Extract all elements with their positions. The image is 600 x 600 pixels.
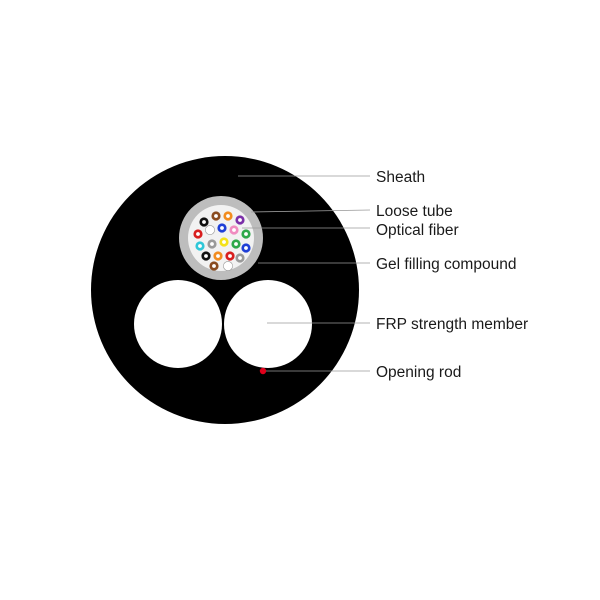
- optical-fiber-core: [238, 218, 242, 222]
- optical-fiber-core: [216, 254, 220, 258]
- label-sheath: Sheath: [376, 169, 425, 186]
- label-loose-tube: Loose tube: [376, 203, 453, 220]
- label-gel-filling-compound: Gel filling compound: [376, 256, 516, 273]
- optical-fiber-core: [212, 264, 216, 268]
- optical-fiber-core: [196, 232, 200, 236]
- optical-fiber-core: [202, 220, 206, 224]
- label-frp-strength-member: FRP strength member: [376, 316, 528, 333]
- optical-fiber-core: [220, 226, 224, 230]
- frp-strength-member-left: [134, 280, 222, 368]
- optical-fiber-core: [234, 242, 238, 246]
- optical-fiber-core: [210, 242, 214, 246]
- optical-fiber-core: [238, 256, 242, 260]
- label-opening-rod: Opening rod: [376, 364, 461, 381]
- optical-fiber-core: [214, 214, 218, 218]
- opening-rod: [259, 367, 267, 375]
- optical-fiber-core: [244, 246, 248, 250]
- optical-fiber-core: [204, 254, 208, 258]
- optical-fiber-core: [222, 240, 226, 244]
- optical-fiber-core: [208, 228, 212, 232]
- optical-fiber-core: [232, 228, 236, 232]
- optical-fiber-core: [228, 254, 232, 258]
- optical-fiber-core: [244, 232, 248, 236]
- optical-fiber-core: [198, 244, 202, 248]
- optical-fiber-core: [226, 264, 230, 268]
- optical-fiber-group: [193, 211, 251, 271]
- leader-line-loose-tube: [250, 209, 371, 213]
- optical-fiber-core: [226, 214, 230, 218]
- frp-strength-member-right: [224, 280, 312, 368]
- label-optical-fiber: Optical fiber: [376, 222, 459, 239]
